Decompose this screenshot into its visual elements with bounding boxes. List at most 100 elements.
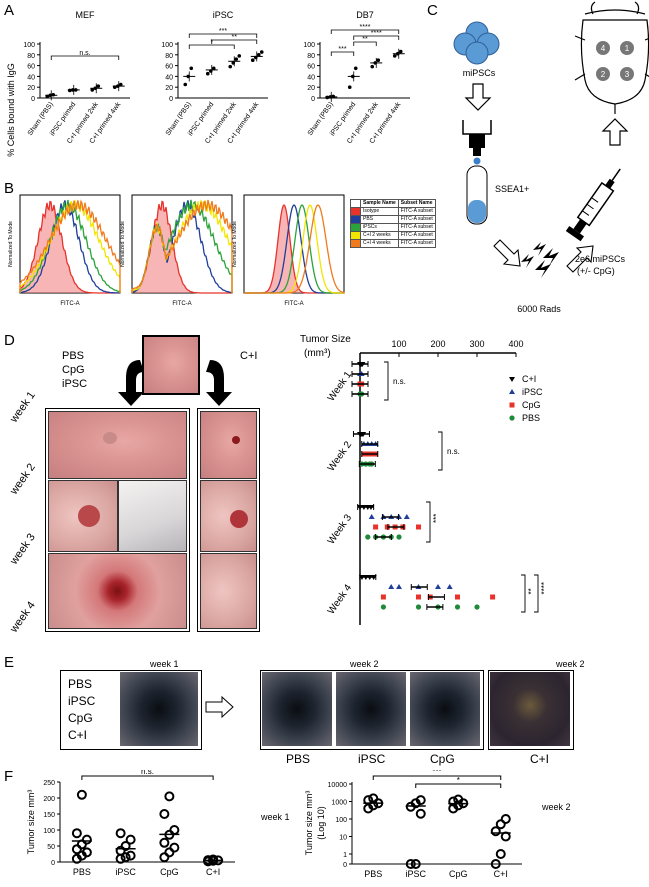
y-tick-label: 0 bbox=[343, 862, 347, 869]
legend-swatch bbox=[350, 231, 361, 240]
panel-a-charts: % Cells bound with IgG MEF020406080100Sh… bbox=[6, 10, 410, 157]
panel-letter-a: A bbox=[4, 2, 15, 19]
y-tick-label: 40 bbox=[307, 74, 315, 81]
significance-bracket bbox=[81, 775, 214, 780]
group-ipsc-label: iPSC bbox=[62, 378, 88, 390]
data-point bbox=[410, 859, 421, 869]
photo-week4-left bbox=[48, 553, 187, 629]
y-axis-label: Normalized To Mode bbox=[232, 221, 238, 267]
significance-bracket bbox=[372, 775, 502, 780]
data-point bbox=[403, 514, 410, 519]
x-tick-label: 200 bbox=[430, 339, 445, 349]
data-point bbox=[353, 66, 358, 71]
x-tick-label: 100 bbox=[391, 339, 406, 349]
x-tick-label: iPSC bbox=[115, 867, 136, 877]
y-axis-label: Normalized To Mode bbox=[8, 221, 14, 267]
y-tick-label: 50 bbox=[47, 844, 55, 851]
y-tick-label: 80 bbox=[165, 53, 173, 60]
data-point bbox=[96, 84, 101, 88]
x-tick-label: C+I bbox=[206, 867, 220, 877]
week2-label: week 2 bbox=[8, 461, 38, 497]
y-tick-label: 80 bbox=[307, 53, 315, 60]
rads-label: 6000 Rads bbox=[517, 304, 561, 314]
e-group-pbs: PBS bbox=[68, 677, 93, 691]
significance-bracket bbox=[438, 431, 443, 471]
tumor-axis-label: Tumor Size bbox=[300, 334, 351, 345]
data-point bbox=[416, 524, 421, 530]
data-point bbox=[125, 850, 136, 861]
y-tick-label: 250 bbox=[43, 780, 55, 787]
y-axis-label: Tumor size mm³ bbox=[26, 790, 36, 855]
e-group-ipsc: iPSC bbox=[68, 694, 96, 708]
x-axis-label: FITC-A bbox=[172, 301, 191, 307]
data-point bbox=[415, 808, 426, 819]
svg-text:2: 2 bbox=[601, 70, 606, 79]
e-week1-box bbox=[60, 670, 202, 750]
data-point bbox=[125, 834, 136, 845]
significance-label: ** bbox=[527, 588, 536, 594]
x-tick-label: 400 bbox=[508, 339, 523, 349]
significance-label: n.s. bbox=[79, 50, 90, 57]
tumor-axis-unit: (mm³) bbox=[304, 348, 331, 359]
data-point bbox=[159, 809, 170, 819]
arrow-diagonal-icon bbox=[493, 239, 521, 267]
significance-label: ** bbox=[362, 36, 368, 43]
arrow-up-icon bbox=[601, 118, 629, 146]
chart-title: iPSC bbox=[213, 10, 234, 20]
e-photo-week1 bbox=[120, 672, 198, 746]
y-tick-label: 80 bbox=[27, 53, 35, 60]
panel-letter-d: D bbox=[4, 332, 15, 349]
e-photo-ipsc bbox=[336, 672, 406, 746]
data-point bbox=[398, 49, 403, 54]
y-tick-label: 60 bbox=[27, 64, 35, 71]
significance-bracket bbox=[384, 361, 389, 401]
panel-a-ylabel: % Cells bound with IgG bbox=[6, 63, 16, 157]
y-tick-label: 20 bbox=[307, 85, 315, 92]
significance-label: *** bbox=[432, 514, 441, 523]
e-group-cpg: CpG bbox=[68, 711, 93, 725]
data-point bbox=[71, 828, 82, 839]
y-tick-label: 0 bbox=[31, 96, 35, 103]
e-label-pbs: PBS bbox=[286, 752, 311, 766]
significance-label: n.s. bbox=[141, 770, 154, 776]
data-point bbox=[256, 53, 261, 57]
data-point bbox=[331, 94, 336, 99]
significance-bracket bbox=[521, 574, 526, 613]
radiation-icon bbox=[521, 242, 559, 278]
significance-bracket bbox=[426, 501, 431, 543]
data-point bbox=[490, 826, 501, 837]
photo-week3-left-b bbox=[118, 480, 187, 552]
y-tick-label: 1000 bbox=[331, 800, 347, 807]
photo-week3-right bbox=[200, 480, 257, 552]
data-point bbox=[384, 524, 390, 530]
legend-label: PBS bbox=[522, 413, 540, 423]
e-label-ipsc: iPSC bbox=[358, 752, 386, 766]
arrow-down-icon bbox=[464, 83, 492, 111]
significance-bracket bbox=[353, 35, 400, 40]
data-point bbox=[81, 847, 92, 858]
y-tick-label: 100 bbox=[43, 828, 55, 835]
y-tick-label: 0 bbox=[311, 96, 315, 103]
data-point bbox=[365, 534, 371, 540]
magnetic-column-icon bbox=[462, 120, 492, 225]
data-point bbox=[373, 524, 379, 530]
histogram-curve bbox=[19, 199, 121, 293]
significance-bracket bbox=[211, 39, 258, 44]
legend-label: C+I bbox=[522, 374, 536, 384]
data-point bbox=[405, 859, 416, 869]
y-tick-label: 40 bbox=[165, 74, 173, 81]
data-point bbox=[455, 594, 460, 600]
data-point bbox=[416, 594, 421, 600]
arrow-right-icon bbox=[205, 696, 234, 718]
data-point bbox=[237, 54, 242, 58]
